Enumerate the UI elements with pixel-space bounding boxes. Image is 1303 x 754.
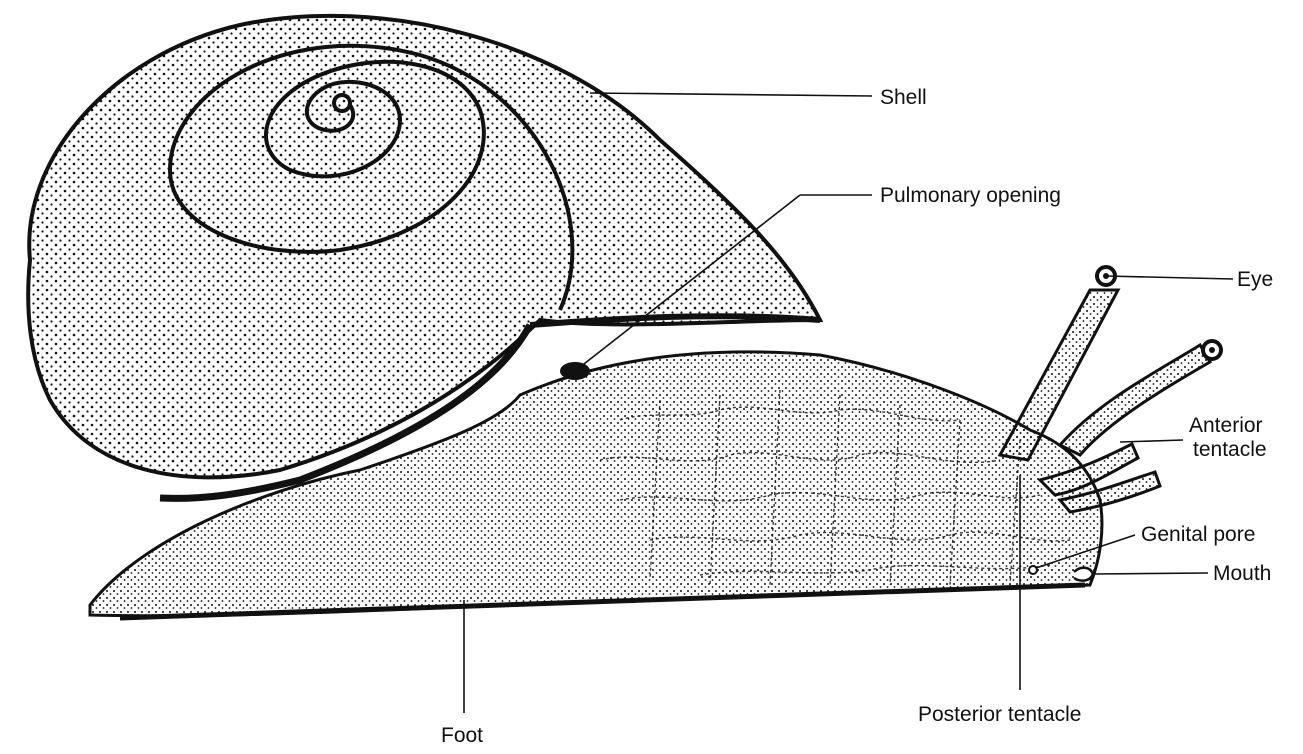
- label-genital-pore: Genital pore: [1141, 523, 1255, 547]
- label-anterior-tentacle: Anterior tentacle: [1189, 414, 1289, 462]
- genital-pore: [1029, 566, 1037, 574]
- label-anterior-tentacle-line2: tentacle: [1189, 438, 1289, 462]
- label-shell: Shell: [880, 86, 927, 110]
- label-mouth: Mouth: [1213, 562, 1271, 586]
- label-pulmonary-opening: Pulmonary opening: [880, 184, 1061, 208]
- label-posterior-tentacle: Posterior tentacle: [918, 703, 1081, 727]
- mouth: [1074, 568, 1093, 581]
- label-foot: Foot: [441, 724, 483, 748]
- label-eye: Eye: [1237, 268, 1273, 292]
- label-anterior-tentacle-line1: Anterior: [1189, 414, 1289, 438]
